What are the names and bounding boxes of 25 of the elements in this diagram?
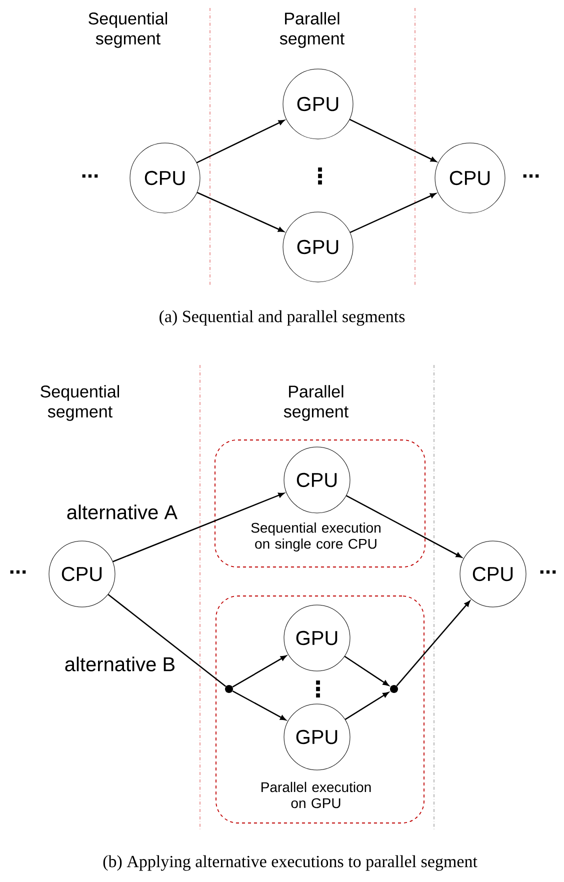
alternative-label: alternative A — [67, 504, 178, 520]
arrow — [346, 495, 462, 558]
figure-caption: (a) Sequential and parallel segments — [160, 310, 405, 326]
ellipsis: ... — [10, 570, 26, 574]
arrow — [349, 118, 437, 162]
vertical-ellipsis: ⋮ — [316, 680, 320, 698]
ellipsis: ... — [82, 174, 98, 178]
arrow — [396, 600, 470, 686]
segment-heading: Sequential segment — [40, 385, 120, 421]
arrow — [112, 492, 284, 562]
segment-heading: Sequential segment — [88, 12, 168, 48]
junction-dot — [390, 685, 398, 693]
arrow — [232, 690, 286, 720]
vertical-ellipsis: ⋮ — [318, 167, 322, 185]
figure-caption: (b) Applying alternative executions to parallel segment — [103, 855, 478, 871]
arrow — [344, 656, 389, 686]
arrow — [232, 655, 287, 688]
arrow — [344, 692, 389, 720]
arrow — [196, 192, 284, 232]
arrow — [350, 193, 436, 234]
segment-heading: Parallel segment — [284, 385, 348, 421]
arrow — [196, 120, 285, 164]
junction-dot — [225, 685, 233, 693]
segment-heading: Parallel segment — [280, 12, 344, 48]
alternative-label: alternative B — [65, 656, 174, 672]
